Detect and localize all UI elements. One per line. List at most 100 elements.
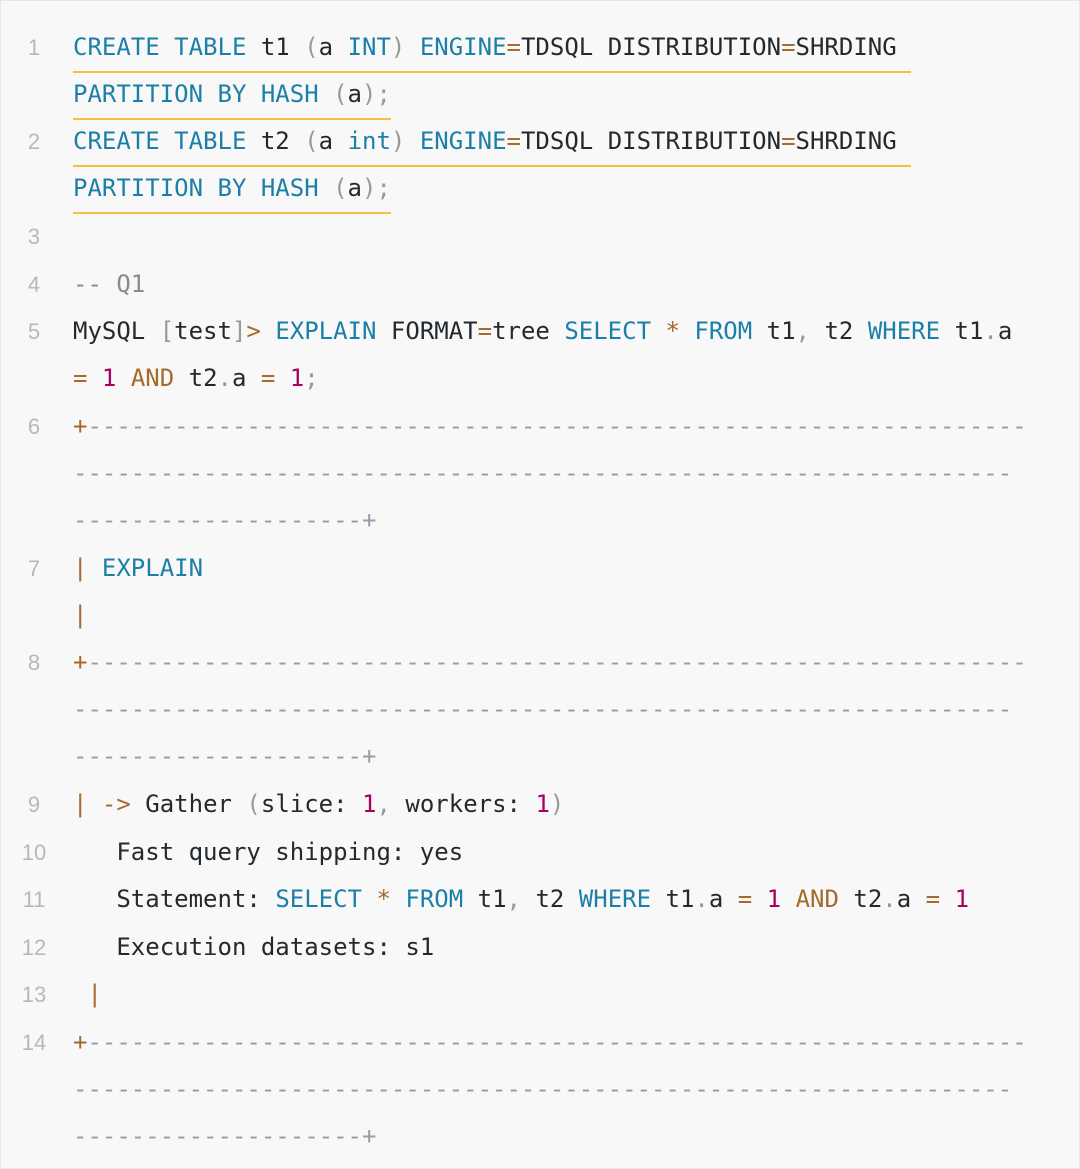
table-border-dashes: ----------------------------------------… xyxy=(87,648,1027,676)
bracket-close: ] xyxy=(231,317,247,345)
keyword-and: AND xyxy=(130,364,175,392)
plan-node-gather: Gather xyxy=(145,790,232,818)
operator-eq: = xyxy=(781,33,796,61)
operator-eq: = xyxy=(506,33,521,61)
ident-t2: t2 xyxy=(824,317,854,345)
comma: , xyxy=(376,790,391,818)
keyword-from: FROM xyxy=(405,885,464,913)
line-number: 5 xyxy=(27,319,41,344)
operator-gt: > xyxy=(246,317,261,345)
keyword-where: WHERE xyxy=(578,885,652,913)
ident-t1: t1 xyxy=(665,885,695,913)
keyword-engine: ENGINE xyxy=(419,127,507,155)
code-row-11: Statement: SELECT * FROM t1, t2 WHERE t1… xyxy=(73,876,969,923)
table-border-plus: + xyxy=(73,1028,88,1056)
ident-format: FORMAT xyxy=(390,317,478,345)
keyword-partition-by-hash: PARTITION BY HASH xyxy=(73,80,319,108)
code-row-5b: = 1 AND t2.a = 1; xyxy=(73,355,319,402)
number-literal: 1 xyxy=(101,364,117,392)
paren-open: ( xyxy=(246,790,261,818)
operator-eq: = xyxy=(477,317,493,345)
ident-shrding: SHRDING xyxy=(795,127,897,155)
table-border-pipe: | xyxy=(73,790,88,818)
operator-star: * xyxy=(665,317,680,345)
execution-datasets: Execution datasets: s1 xyxy=(116,933,435,961)
paren-open: ( xyxy=(304,33,319,61)
table-border-dashes: ----------------------------------------… xyxy=(73,459,1013,487)
code-row-13: | xyxy=(73,971,102,1018)
comma: , xyxy=(795,317,810,345)
operator-star: * xyxy=(376,885,391,913)
ident-t2: t2 xyxy=(535,885,565,913)
statement-label: Statement: xyxy=(116,885,261,913)
ident-distribution: DISTRIBUTION xyxy=(607,127,782,155)
code-row-2a: CREATE TABLE t2 (a int) ENGINE=TDSQL DIS… xyxy=(73,118,912,167)
type-int: int xyxy=(347,127,391,155)
workers-label: workers: xyxy=(405,790,521,818)
table-border-pipe: | xyxy=(73,554,88,582)
code-row-1b: PARTITION BY HASH (a); xyxy=(73,71,391,120)
line-number: 12 xyxy=(21,935,47,960)
ident-a: a xyxy=(347,80,362,108)
table-border-dashes: ----------------------------------------… xyxy=(73,695,1013,723)
ident-t1: t1 xyxy=(954,317,984,345)
ident-a: a xyxy=(896,885,912,913)
code-row-7a: | EXPLAIN xyxy=(73,545,203,592)
operator-eq: = xyxy=(781,127,796,155)
ident-t2: t2 xyxy=(853,885,883,913)
code-row-14c: --------------------+ xyxy=(73,1113,376,1160)
operator-eq: = xyxy=(506,127,521,155)
ident-t1: t1 xyxy=(477,885,507,913)
ident-a: a xyxy=(347,174,362,202)
paren-close: ) xyxy=(390,33,406,61)
ident-test: test xyxy=(174,317,232,345)
code-row-10: Fast query shipping: yes xyxy=(73,829,463,876)
ident-t2: t2 xyxy=(260,127,290,155)
ident-a: a xyxy=(997,317,1013,345)
ident-t2: t2 xyxy=(188,364,218,392)
line-number: 11 xyxy=(22,887,46,912)
ident-a: a xyxy=(318,33,334,61)
table-border-dashes: ----------------------------------------… xyxy=(87,1028,1027,1056)
line-number: 14 xyxy=(21,1030,47,1055)
workers-value: 1 xyxy=(535,790,550,818)
number-literal: 1 xyxy=(954,885,970,913)
table-border-plus: + xyxy=(73,412,88,440)
code-row-8a: +---------------------------------------… xyxy=(73,639,1027,686)
semicolon: ; xyxy=(304,364,319,392)
line-number: 1 xyxy=(27,35,41,60)
code-row-6b: ----------------------------------------… xyxy=(73,450,1012,497)
code-row-14b: ----------------------------------------… xyxy=(73,1066,1012,1113)
line-number: 6 xyxy=(27,414,41,439)
table-border-dashes: -------------------- xyxy=(73,506,362,534)
table-border-pipe: | xyxy=(87,980,102,1008)
operator-eq: = xyxy=(260,364,276,392)
paren-open: ( xyxy=(304,127,319,155)
line-number: 13 xyxy=(21,982,47,1007)
arrow: -> xyxy=(101,790,131,818)
keyword-and: AND xyxy=(795,885,839,913)
keyword-create-table: CREATE TABLE xyxy=(73,33,247,61)
type-int: INT xyxy=(347,33,391,61)
dot: . xyxy=(882,885,897,913)
keyword-partition-by-hash: PARTITION BY HASH xyxy=(73,174,319,202)
table-border-dashes: -------------------- xyxy=(73,742,362,770)
code-row-14a: +---------------------------------------… xyxy=(73,1019,1027,1066)
line-number: 10 xyxy=(21,840,47,865)
line-number: 9 xyxy=(27,792,41,817)
paren-close: ) xyxy=(390,127,406,155)
code-row-2b: PARTITION BY HASH (a); xyxy=(73,165,391,214)
operator-eq: = xyxy=(737,885,753,913)
keyword-select: SELECT xyxy=(564,317,652,345)
number-literal: 1 xyxy=(766,885,782,913)
code-row-6c: --------------------+ xyxy=(73,497,376,544)
code-row-9: | -> Gather (slice: 1, workers: 1) xyxy=(73,781,564,828)
keyword-explain: EXPLAIN xyxy=(101,554,204,582)
keyword-engine: ENGINE xyxy=(419,33,507,61)
code-row-8b: ----------------------------------------… xyxy=(73,686,1012,733)
dot: . xyxy=(217,364,232,392)
ident-mysql: MySQL xyxy=(73,317,146,345)
fast-query-shipping: Fast query shipping: yes xyxy=(116,838,464,866)
keyword-explain: EXPLAIN xyxy=(275,317,377,345)
